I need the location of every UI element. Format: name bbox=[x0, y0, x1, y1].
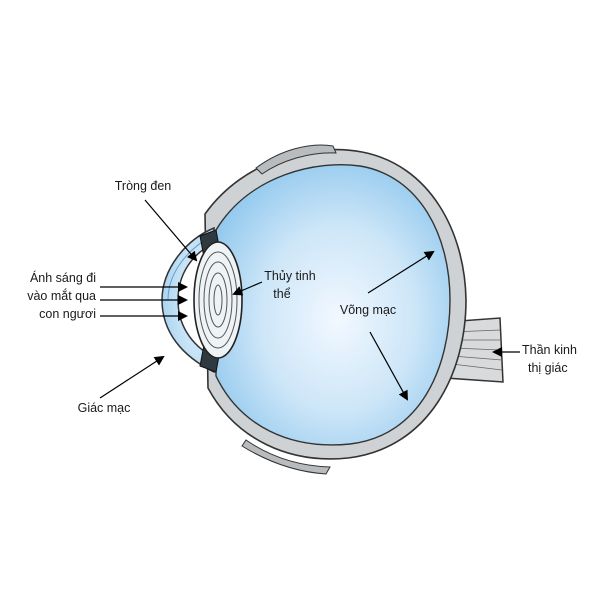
light-label-line-2: vào mắt qua bbox=[10, 288, 96, 305]
optic-nerve-label-line-2: thị giác bbox=[528, 360, 568, 377]
iris-label: Tròng đen bbox=[100, 178, 186, 195]
light-label-line-1: Ánh sáng đi bbox=[10, 270, 96, 287]
iris-pointer bbox=[145, 200, 196, 260]
lens-label-line-1: Thủy tinh bbox=[248, 268, 332, 285]
cornea-pointer bbox=[100, 357, 163, 398]
light-label-line-3: con ngươi bbox=[10, 306, 96, 323]
lens-label-line-2: thể bbox=[248, 286, 316, 303]
lens bbox=[194, 242, 242, 358]
cornea-label: Giác mạc bbox=[54, 400, 154, 417]
optic-nerve-label-line-1: Thần kinh bbox=[522, 342, 577, 359]
retina-label: Võng mạc bbox=[328, 302, 408, 319]
